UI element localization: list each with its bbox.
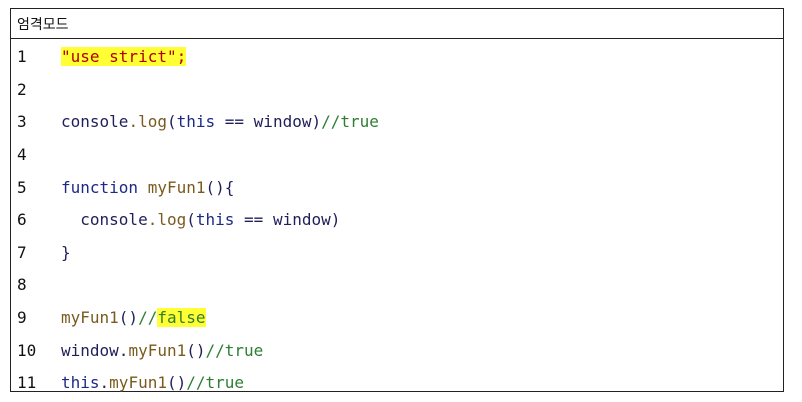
code-comment: //true — [186, 373, 244, 392]
line-content: window.myFun1()//true — [61, 335, 263, 367]
line-number: 9 — [17, 308, 27, 328]
code-token: . — [118, 340, 129, 360]
code-identifier: window — [272, 210, 331, 230]
code-line: 9 myFun1()//false — [11, 302, 783, 335]
line-number: 3 — [17, 112, 27, 132]
line-content: this.myFun1()//true — [61, 367, 244, 399]
code-line: 3 console.log(this == window)//true — [11, 106, 783, 139]
comment-text: true — [205, 373, 245, 393]
code-token: ) — [311, 112, 322, 132]
comment-text: true — [340, 112, 379, 132]
table-title: 엄격모드 — [17, 16, 69, 33]
code-identifier: console — [61, 112, 129, 132]
code-line: 8 — [11, 269, 783, 302]
line-content: console.log(this == window) — [61, 204, 340, 236]
code-token: . — [99, 373, 110, 393]
code-keyword: this — [61, 373, 100, 393]
code-method: myFun1 — [128, 340, 187, 360]
code-line: 5 function myFun1(){ — [11, 171, 783, 204]
code-token: == — [234, 210, 273, 230]
code-method: .log — [128, 112, 167, 132]
code-line: 10 window.myFun1()//true — [11, 334, 783, 367]
line-number: 11 — [17, 373, 37, 393]
code-token: () — [186, 340, 206, 360]
code-token: == — [215, 112, 254, 132]
code-method: myFun1 — [109, 373, 167, 393]
code-line: 11 this.myFun1()//true — [11, 367, 783, 400]
code-token: ( — [186, 210, 196, 230]
line-content: "use strict"; — [61, 41, 187, 73]
comment-marker: // — [186, 373, 206, 393]
code-identifier: window — [253, 112, 312, 132]
line-number: 10 — [17, 340, 37, 360]
comment-marker: // — [138, 308, 158, 328]
code-token: ) — [330, 210, 341, 230]
code-token — [61, 210, 80, 229]
code-method: myFun1 — [61, 308, 119, 328]
code-line: 4 — [11, 139, 783, 172]
code-identifier: window — [61, 340, 119, 360]
code-comment: //true — [206, 341, 264, 360]
code-token: ( — [166, 112, 177, 132]
code-token: () — [166, 373, 187, 393]
line-content: } — [61, 237, 71, 269]
code-method: .log — [147, 210, 187, 230]
code-comment: //false — [138, 308, 206, 328]
line-content: myFun1()//false — [61, 302, 206, 334]
line-number: 1 — [17, 47, 27, 67]
line-number: 7 — [17, 242, 27, 262]
code-token: (){ — [205, 177, 235, 197]
strict-directive: "use strict"; — [61, 47, 187, 67]
code-token — [138, 178, 148, 197]
code-block: 1 "use strict"; 2 3 console.log(this == … — [11, 39, 783, 400]
code-token: } — [61, 242, 71, 262]
highlighted-result: false — [157, 308, 206, 328]
title-bar: 엄격모드 — [11, 9, 783, 39]
line-content: console.log(this == window)//true — [61, 106, 379, 138]
line-number: 4 — [17, 145, 27, 165]
line-number: 6 — [17, 210, 27, 230]
code-keyword: this — [195, 210, 235, 230]
line-number: 2 — [17, 79, 27, 99]
line-number: 5 — [17, 177, 27, 197]
code-method: myFun1 — [147, 177, 206, 197]
comment-marker: // — [205, 340, 225, 360]
line-number: 8 — [17, 275, 27, 295]
code-comment: //true — [321, 112, 379, 131]
code-line: 7 } — [11, 237, 783, 270]
comment-marker: // — [321, 112, 341, 132]
code-keyword: function — [61, 177, 139, 197]
line-content: function myFun1(){ — [61, 172, 234, 204]
code-identifier: console — [80, 210, 148, 230]
code-keyword: this — [176, 112, 216, 132]
code-line: 1 "use strict"; — [11, 41, 783, 74]
code-token: () — [118, 308, 139, 328]
code-table: 엄격모드 1 "use strict"; 2 3 console.log(thi… — [10, 8, 784, 392]
code-line: 2 — [11, 74, 783, 107]
comment-text: true — [224, 340, 264, 360]
code-line: 6 console.log(this == window) — [11, 204, 783, 237]
